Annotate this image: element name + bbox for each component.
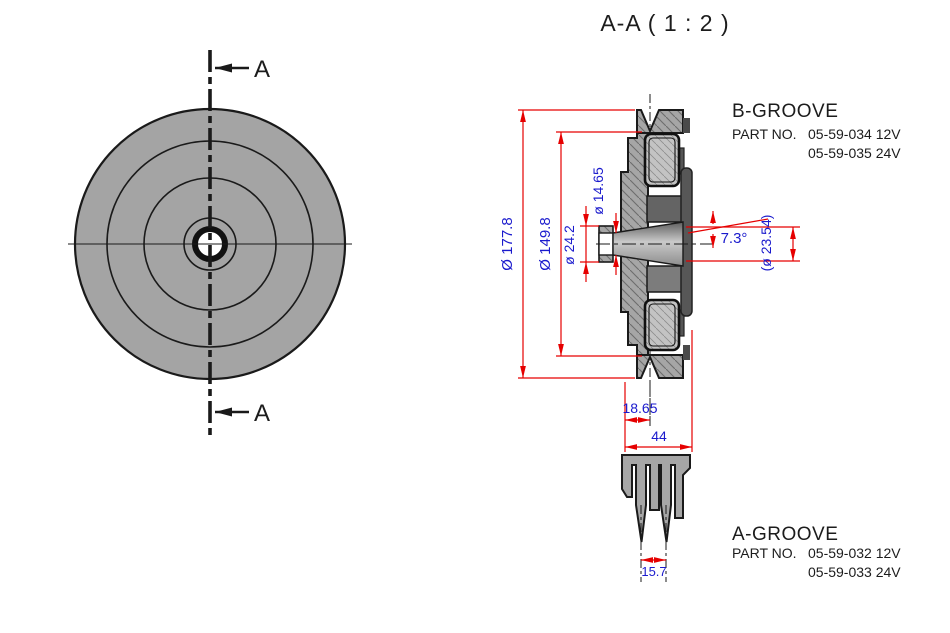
section-label-bottom: A [254,400,270,427]
a-groove-part-24v: 05-59-033 24V [808,564,901,580]
dim-angle-slant [687,218,769,234]
dim-bore-small: ø 14.65 [590,167,606,215]
b-groove-partno-label: PART NO. [732,126,797,142]
cover-nub-top [683,118,690,133]
bearing-bottom [643,298,681,352]
dim-groove-offset: 18.65 [622,400,657,416]
a-groove-part-12v: 05-59-032 12V [808,545,901,561]
rim-top-groove [636,109,684,134]
b-groove-part-24v: 05-59-035 24V [808,145,901,161]
view-title: A-A ( 1 : 2 ) [600,10,729,36]
a-groove-partno-label: PART NO. [732,545,797,561]
bearing-bottom-inner [648,303,676,347]
b-groove-part-12v: 05-59-034 12V [808,126,901,142]
front-view: A A [68,50,352,438]
rim-bottom-groove [636,354,684,379]
a-groove-rim-profile [621,454,691,543]
b-groove-part-block: B-GROOVE PART NO. 05-59-034 12V 05-59-03… [732,101,901,161]
dim-taper-angle: 7.3° [721,230,748,247]
dim-outer-diameter: Ø 177.8 [499,217,516,270]
a-groove-title: A-GROOVE [732,524,838,545]
dimension-layer: Ø 177.8 Ø 149.8 ø 24.2 ø 14.65 7.3° (ø 2… [499,109,800,452]
dim-groove-root-diameter: Ø 149.8 [537,217,554,270]
bearing-top [643,132,681,188]
dim-groove-spacing: 15.7 [641,564,666,579]
a-groove-part-block: A-GROOVE PART NO. 05-59-032 12V 05-59-03… [732,524,901,580]
b-groove-title: B-GROOVE [732,101,838,122]
section-view [596,94,712,426]
a-groove-profile-view: 15.7 [621,454,691,582]
section-label-top: A [254,56,270,83]
coil-block-bottom [646,265,684,293]
cover-nub-bottom [683,345,690,360]
bearing-top-inner [648,137,676,183]
coil-block-top [646,195,684,223]
dim-reference-diameter: (ø 23.54) [758,215,774,272]
dim-overall-width: 44 [651,428,667,444]
dim-bore-large: ø 24.2 [561,225,577,265]
